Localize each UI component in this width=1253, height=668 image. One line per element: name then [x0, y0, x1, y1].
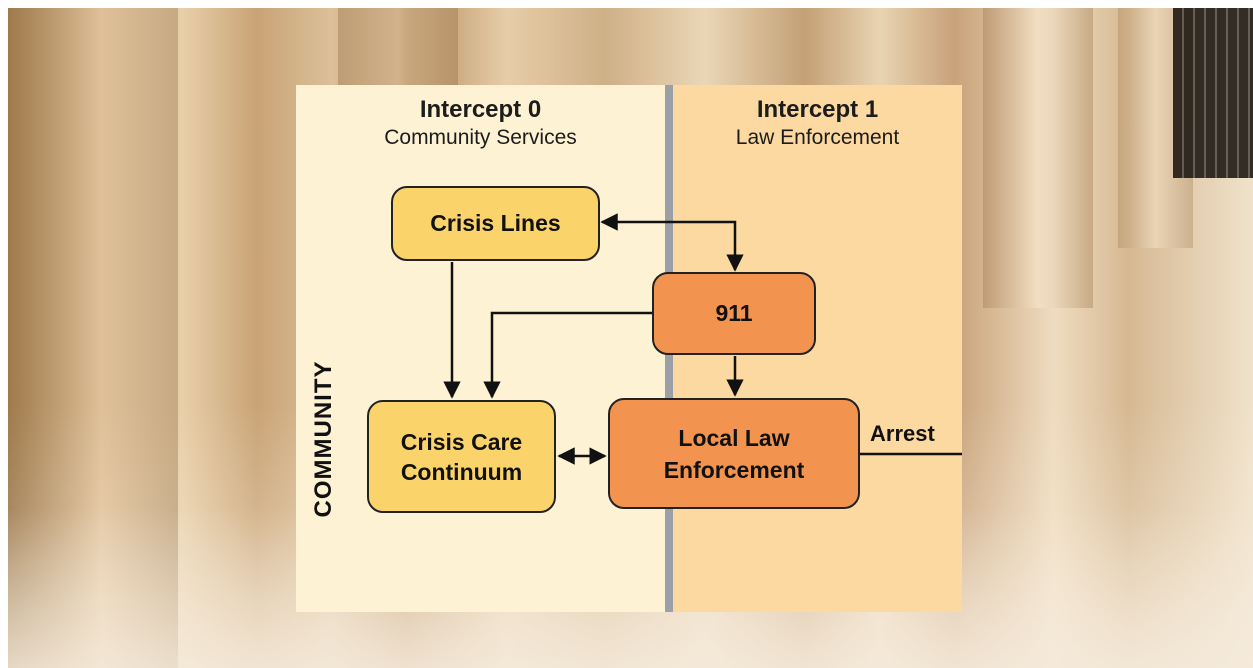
- flow-arrows: [443, 213, 962, 465]
- arrow-crisis-lines-911: [600, 213, 744, 272]
- local-law-label-line2: Enforcement: [663, 456, 805, 483]
- iron-gate-bars: [1173, 8, 1253, 178]
- iron-gate: [1173, 8, 1253, 178]
- intercept1-header: Intercept 1 Law Enforcement: [673, 95, 962, 151]
- arrow-911-crisis-care: [483, 311, 652, 399]
- local-law-enforcement-node: Local Law Enforcement: [608, 398, 860, 509]
- crisis-care-label-line2: Continuum: [400, 458, 523, 485]
- column-right: [983, 8, 1093, 308]
- arrest-label: Arrest: [870, 421, 935, 446]
- intercept0-header: Intercept 0 Community Services: [296, 95, 665, 151]
- local-law-label-line1: Local Law: [678, 424, 790, 451]
- 911-node: 911: [652, 272, 816, 355]
- intercept1-subtitle: Law Enforcement: [735, 126, 900, 149]
- intercept0-title: Intercept 0: [419, 96, 542, 123]
- crisis-care-continuum-node: Crisis Care Continuum: [367, 400, 556, 513]
- intercept0-subtitle: Community Services: [384, 126, 577, 149]
- crisis-care-label-line1: Crisis Care: [400, 428, 523, 455]
- intercept1-title: Intercept 1: [756, 96, 879, 123]
- crisis-lines-label: Crisis Lines: [430, 210, 561, 236]
- 911-label: 911: [715, 300, 753, 326]
- sequential-intercept-diagram: Intercept 0 Community Services Intercept…: [296, 85, 962, 612]
- crisis-lines-node: Crisis Lines: [391, 186, 600, 261]
